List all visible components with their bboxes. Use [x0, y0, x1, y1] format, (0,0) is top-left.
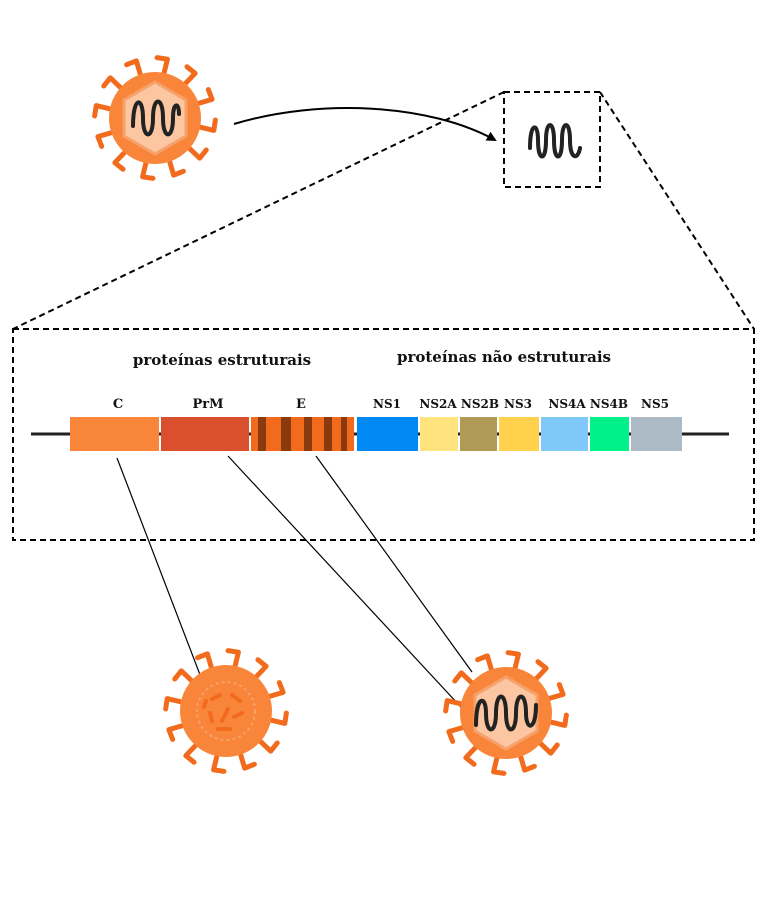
spike	[266, 710, 289, 726]
spike	[194, 87, 215, 107]
segment-ns3	[499, 417, 539, 451]
genome-segments	[70, 417, 682, 451]
segment-label-c: C	[113, 397, 123, 412]
capsid-fragments	[202, 693, 244, 731]
rna-icon	[131, 99, 181, 137]
spike	[532, 659, 549, 683]
segment-label-ns2b: NS2B	[461, 397, 499, 411]
genome-box	[12, 328, 755, 541]
spike	[101, 75, 125, 92]
spike	[452, 670, 476, 687]
spike	[517, 752, 537, 773]
genome-segment-labels: C PrM E NS1 NS2A NS2B NS3 NS4A NS4B NS5	[113, 397, 669, 412]
connector-c	[116, 457, 208, 694]
e-stripe	[324, 417, 332, 451]
e-stripe	[258, 417, 266, 451]
spike	[181, 64, 198, 88]
virus-spikes	[163, 648, 289, 774]
e-stripe	[341, 417, 347, 451]
spike	[536, 739, 560, 756]
spike	[252, 657, 269, 681]
nonstructural-heading: proteínas não estruturais	[397, 348, 611, 366]
rna-icon	[474, 694, 538, 732]
segment-ns1	[357, 417, 418, 451]
spike	[491, 753, 507, 776]
spike	[163, 696, 186, 712]
spike	[92, 103, 115, 119]
connector-prm	[227, 455, 473, 720]
virus-inner-ring	[196, 681, 256, 741]
spike	[256, 737, 280, 754]
e-stripe	[281, 417, 291, 451]
zoom-line-right	[599, 91, 755, 330]
segment-e	[251, 417, 354, 451]
spike	[195, 117, 218, 133]
spike	[237, 750, 257, 771]
virus-icon	[92, 55, 218, 181]
rna-icon	[528, 123, 582, 159]
segment-label-ns4b: NS4B	[590, 397, 628, 411]
spike	[185, 144, 209, 161]
spike	[211, 751, 227, 774]
spike	[265, 680, 286, 700]
zoom-line-left	[12, 91, 505, 330]
segment-label-ns5: NS5	[641, 397, 669, 411]
segment-ns4a	[541, 417, 588, 451]
spike	[446, 724, 467, 744]
spike	[195, 651, 215, 672]
segment-label-ns1: NS1	[373, 397, 401, 411]
spike	[112, 148, 129, 172]
rna-zoom-box	[503, 91, 601, 188]
spike	[140, 158, 156, 181]
immature-virus-icon	[163, 648, 289, 774]
spike	[546, 712, 569, 728]
spike	[545, 682, 566, 702]
spike	[463, 743, 480, 767]
arrow-icon	[233, 107, 497, 141]
segment-label-e: E	[296, 397, 306, 412]
spike	[225, 648, 241, 671]
connector-e	[315, 455, 473, 673]
virus-spikes	[92, 55, 218, 181]
spike	[124, 58, 144, 79]
mature-virus-icon	[443, 650, 569, 776]
segment-label-ns2a: NS2A	[419, 397, 457, 411]
spike	[443, 698, 466, 714]
e-stripe	[304, 417, 312, 451]
spike	[505, 650, 521, 673]
virus-spikes	[443, 650, 569, 776]
segment-c	[70, 417, 159, 451]
structural-heading: proteínas estruturais	[133, 351, 311, 369]
segment-ns2b	[460, 417, 497, 451]
segment-label-ns4a: NS4A	[548, 397, 586, 411]
spike	[475, 653, 495, 674]
spike	[183, 741, 200, 765]
segment-prm	[161, 417, 249, 451]
segment-ns4b	[590, 417, 629, 451]
spike	[95, 129, 116, 149]
segment-label-ns3: NS3	[504, 397, 532, 411]
segment-ns2a	[420, 417, 458, 451]
segment-label-prm: PrM	[192, 397, 223, 412]
spike	[166, 157, 186, 178]
segment-ns5	[631, 417, 682, 451]
spike	[172, 668, 196, 685]
spike	[166, 722, 187, 742]
spike	[154, 55, 170, 78]
